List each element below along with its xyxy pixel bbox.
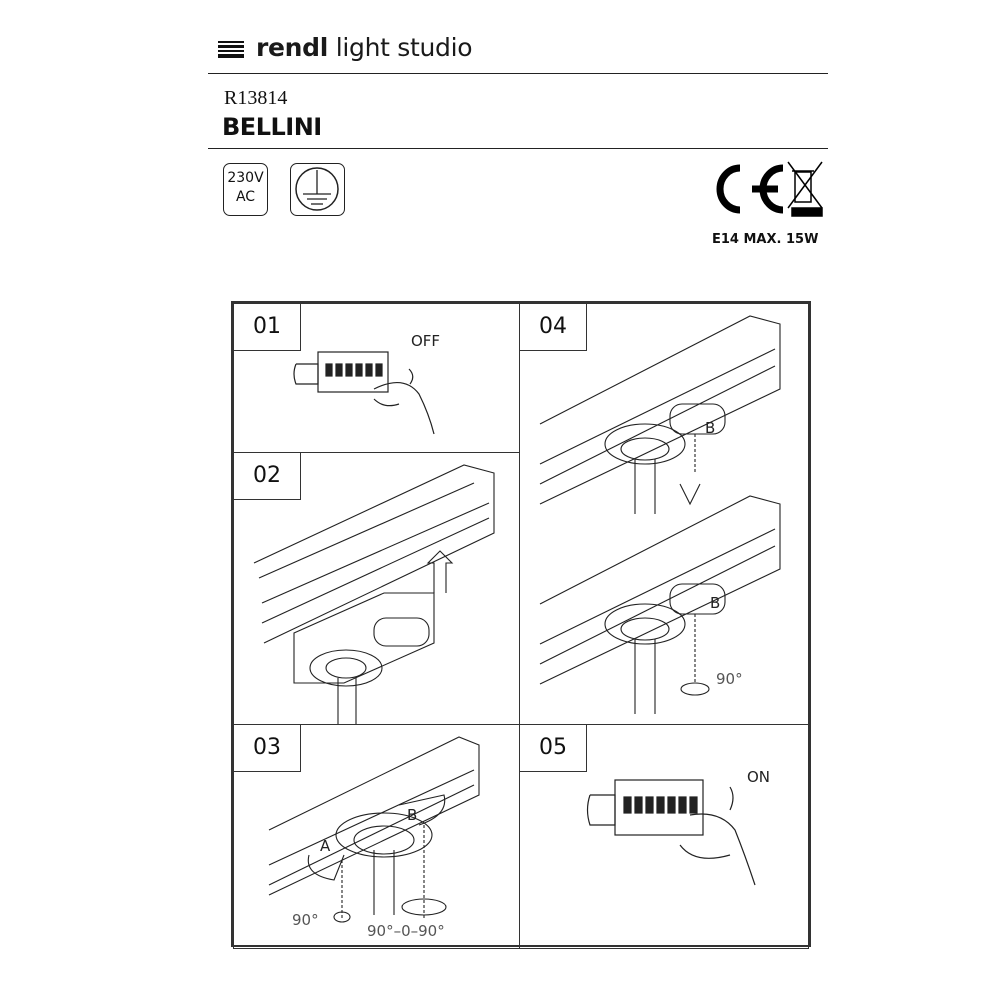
divider (208, 73, 828, 74)
step-number: 05 (520, 725, 587, 772)
crossed-bin-icon (787, 161, 823, 217)
step-number: 03 (234, 725, 301, 772)
brand-name: rendl light studio (256, 33, 473, 62)
product-code: R13814 (224, 87, 288, 109)
on-label: ON (747, 768, 771, 786)
point-a-label: A (320, 837, 331, 855)
step-02-panel: 02 (233, 452, 520, 725)
lamp-spec: E14 MAX. 15W (712, 232, 819, 247)
step-number: 04 (520, 304, 587, 351)
rotation-lock-illustration (268, 736, 480, 923)
point-b-label: B (705, 419, 716, 437)
angle-a-label: 90° (292, 911, 319, 929)
step-04-panel: 04 B B 90° (519, 303, 809, 725)
divider (208, 148, 828, 149)
step-number: 02 (234, 453, 301, 500)
step-01-panel: 01 OFF (233, 303, 520, 453)
instruction-grid: 01 OFF 02 03 (231, 301, 811, 949)
product-name: BELLINI (222, 113, 322, 141)
step-03-panel: 03 A B 90° 90°–0–90° (233, 724, 520, 949)
angle-label: 90° (716, 670, 743, 688)
off-label: OFF (411, 332, 441, 350)
protective-earth-icon (290, 163, 345, 216)
track-mount-illustration (253, 464, 495, 724)
point-b-label: B (407, 806, 418, 824)
angle-b-label: 90°–0–90° (367, 922, 445, 940)
adapter-fix-illustration (539, 315, 781, 714)
step-05-panel: 05 ON (519, 724, 809, 949)
ce-mark-icon (716, 161, 823, 217)
breaker-off-illustration (293, 351, 435, 435)
voltage-badge: 230V AC (223, 163, 268, 216)
step-number: 01 (234, 304, 301, 351)
breaker-on-illustration (586, 779, 756, 886)
brand-logo-icon (218, 41, 244, 60)
point-b-label: B (710, 594, 721, 612)
